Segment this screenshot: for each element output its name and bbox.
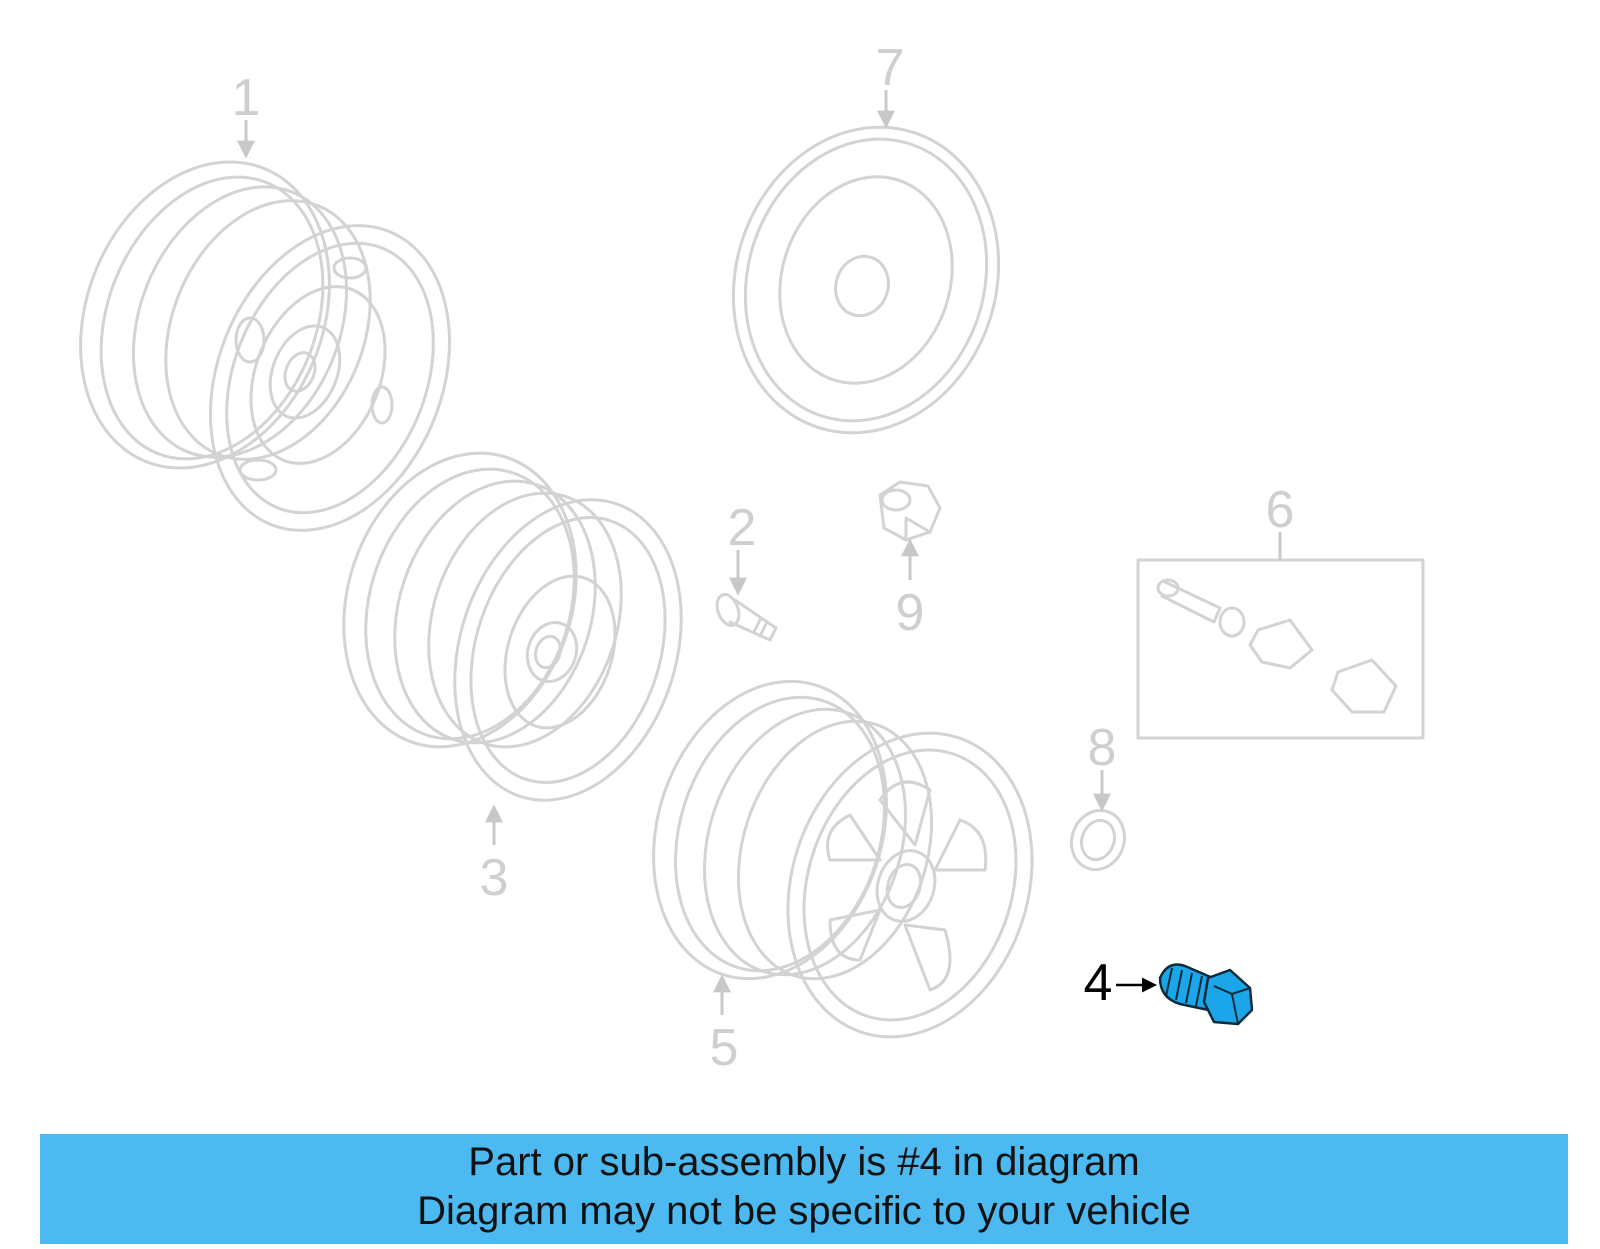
part-9-lug-nut[interactable] xyxy=(878,480,942,542)
svg-text:4: 4 xyxy=(1084,954,1113,1012)
callout-4: 4 xyxy=(1084,954,1157,1012)
part-8-center-cap[interactable] xyxy=(1063,803,1132,877)
part-3-spare-wheel[interactable] xyxy=(307,423,718,830)
svg-text:3: 3 xyxy=(480,849,509,907)
svg-text:8: 8 xyxy=(1088,719,1117,777)
callout-7: 7 xyxy=(876,39,905,129)
callout-6: 6 xyxy=(1266,481,1295,560)
part-6-valve-kit[interactable] xyxy=(1136,558,1425,740)
part-5-alloy-wheel[interactable] xyxy=(617,651,1071,1069)
callout-9: 9 xyxy=(896,538,925,642)
svg-text:2: 2 xyxy=(728,499,757,557)
part-2-valve-stem[interactable] xyxy=(713,592,778,642)
banner-line-disclaimer: Diagram may not be specific to your vehi… xyxy=(417,1189,1191,1233)
svg-text:1: 1 xyxy=(232,69,261,127)
banner-line-part-number: Part or sub-assembly is #4 in diagram xyxy=(468,1140,1140,1184)
info-banner: Part or sub-assembly is #4 in diagram Di… xyxy=(40,1134,1568,1244)
callout-1: 1 xyxy=(232,69,261,159)
svg-text:7: 7 xyxy=(876,39,905,97)
svg-text:6: 6 xyxy=(1266,481,1295,539)
part-1-steel-wheel[interactable] xyxy=(36,124,493,566)
callout-8: 8 xyxy=(1088,719,1117,812)
callout-5: 5 xyxy=(710,974,739,1077)
callout-2: 2 xyxy=(728,499,757,596)
svg-text:5: 5 xyxy=(710,1019,739,1077)
part-7-wheel-cover[interactable] xyxy=(694,92,1037,467)
svg-text:9: 9 xyxy=(896,584,925,642)
callout-3: 3 xyxy=(480,804,509,907)
part-4-lug-bolt-highlighted[interactable] xyxy=(1158,963,1254,1026)
